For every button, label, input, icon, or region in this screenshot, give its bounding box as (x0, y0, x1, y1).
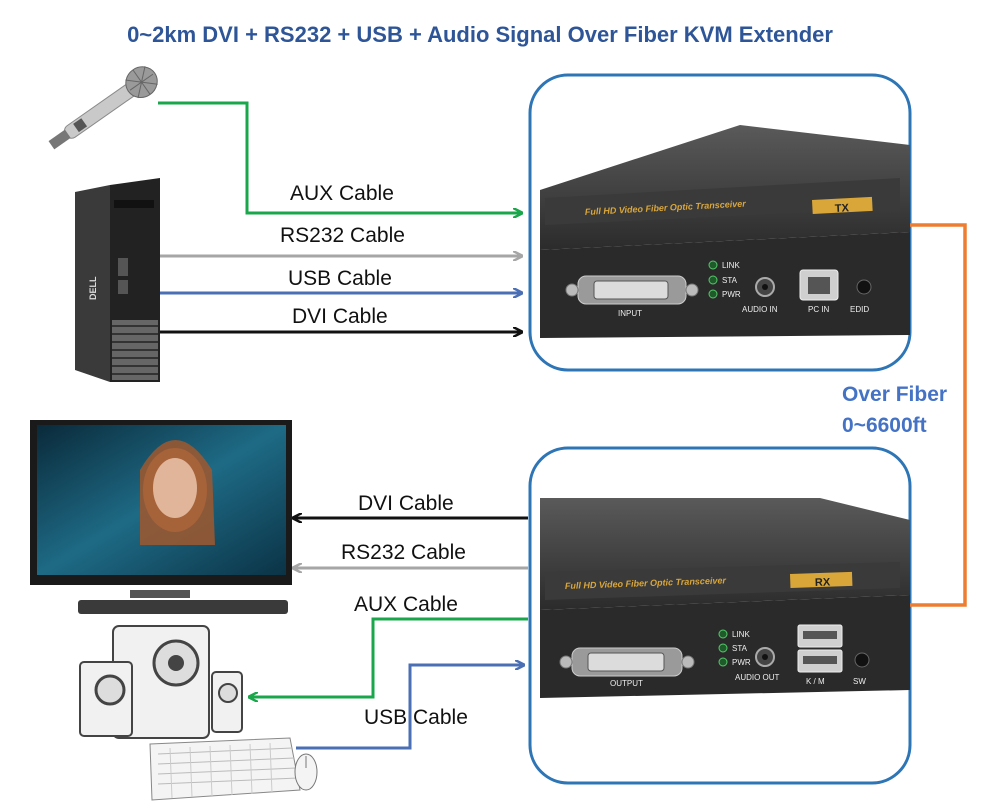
tx-usb-cable-label: USB Cable (288, 267, 392, 290)
tx-port-input: INPUT (618, 309, 642, 318)
tx-port-edid: EDID (850, 305, 869, 314)
rx-rs232-cable-label: RS232 Cable (341, 541, 466, 564)
fiber-label-line2: 0~6600ft (842, 414, 927, 437)
fiber-line (910, 223, 967, 607)
tx-badge: TX (835, 202, 850, 215)
tx-led-sta: STA (722, 276, 738, 285)
keyboard-icon (149, 737, 301, 801)
tx-port-audio: AUDIO IN (742, 305, 778, 314)
rx-port-audio: AUDIO OUT (735, 673, 780, 682)
rx-unit: Full HD Video Fiber Optic Transceiver RX… (540, 498, 910, 698)
tx-dvi-cable-label: DVI Cable (292, 305, 388, 328)
tx-unit: Full HD Video Fiber Optic Transceiver TX… (540, 125, 910, 338)
rx-port-output: OUTPUT (610, 679, 643, 688)
rx-led-link: LINK (732, 630, 750, 639)
tx-led-link: LINK (722, 261, 740, 270)
rx-usb-cable-label: USB Cable (364, 706, 468, 729)
monitor-icon (30, 420, 292, 614)
rx-dvi-cable-label: DVI Cable (358, 492, 454, 515)
rx-usb-line (296, 665, 523, 750)
tx-led-pwr: PWR (722, 290, 741, 299)
microphone-icon (48, 66, 158, 150)
rx-aux-cable-label: AUX Cable (354, 593, 458, 616)
tx-aux-line (158, 101, 521, 213)
fiber-label-line1: Over Fiber (842, 383, 948, 406)
rx-port-sw: SW (853, 677, 866, 686)
tx-rs232-cable-label: RS232 Cable (280, 224, 405, 247)
rx-port-km: K / M (806, 677, 825, 686)
tx-aux-cable-label: AUX Cable (290, 182, 394, 205)
mouse-icon (294, 753, 318, 791)
rx-badge: RX (815, 576, 831, 589)
tx-port-pc: PC IN (808, 305, 830, 314)
rx-aux-line (250, 617, 528, 697)
desktop-pc-icon: DELL (75, 178, 160, 382)
rx-led-sta: STA (732, 644, 748, 653)
pc-brand-label: DELL (88, 276, 98, 300)
page-title: 0~2km DVI + RS232 + USB + Audio Signal O… (127, 22, 833, 47)
speakers-icon (79, 625, 243, 739)
rx-led-pwr: PWR (732, 658, 751, 667)
